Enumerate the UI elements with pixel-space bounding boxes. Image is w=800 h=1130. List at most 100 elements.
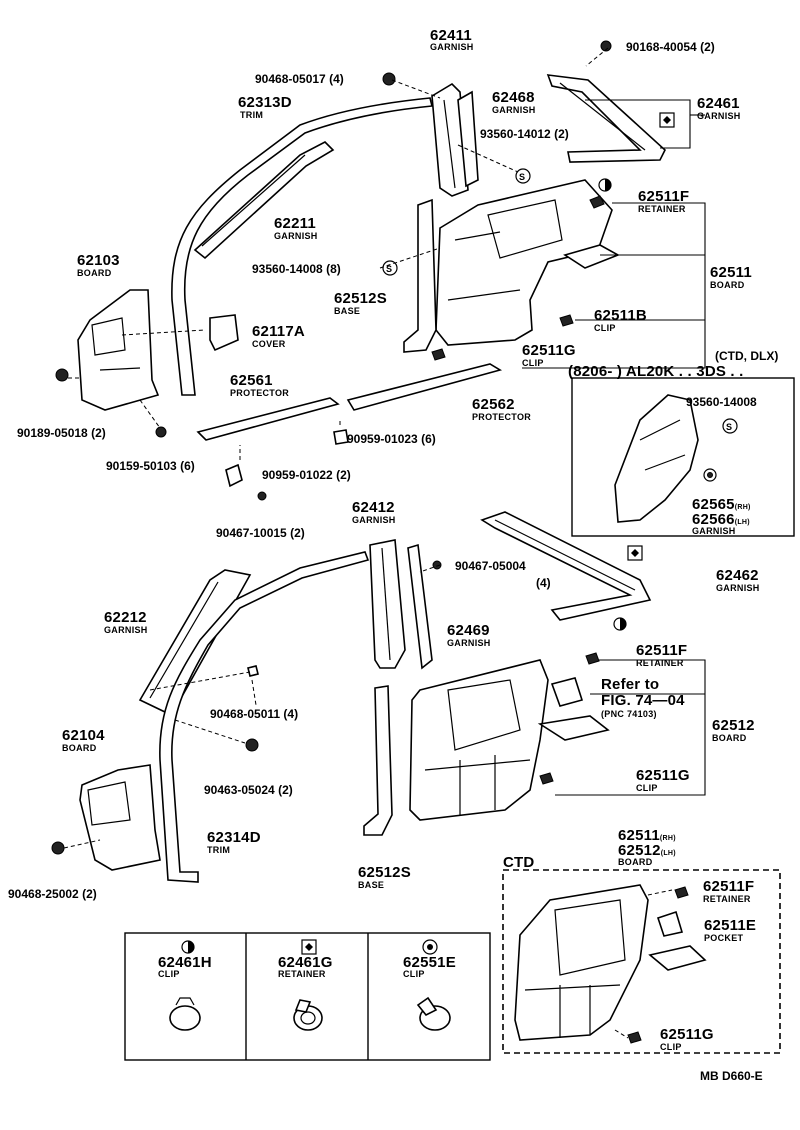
label-90959-01022: 90959-01022 (2)	[262, 468, 351, 482]
label-90463-05024: 90463-05024 (2)	[204, 783, 293, 797]
label-62212: 62212	[104, 609, 147, 626]
trim-62313d	[171, 97, 434, 396]
label-62411: 62411	[430, 27, 472, 44]
label-62511-name: BOARD	[710, 280, 745, 290]
label-62512: 62512	[712, 717, 755, 734]
label-62117a: 62117A	[252, 323, 305, 340]
label-62314d: 62314D	[207, 829, 261, 846]
label-62412-name: GARNISH	[352, 515, 396, 525]
protector-62562	[346, 363, 503, 411]
label-62461-name: GARNISH	[697, 111, 741, 121]
label-ctd-dlx: (CTD, DLX)	[715, 349, 779, 363]
garnish-62565	[614, 394, 699, 523]
label-62561: 62561	[230, 372, 273, 389]
label-62562-name: PROTECTOR	[472, 412, 532, 422]
label-93560-14008: 93560-14008 (8)	[252, 262, 341, 276]
label-62512-name: BOARD	[712, 733, 747, 743]
label-62512s-a: 62512S	[334, 290, 387, 307]
label-90168: 90168-40054 (2)	[626, 40, 715, 54]
label-90467-10015: 90467-10015 (2)	[216, 526, 305, 540]
label-62469-name: GARNISH	[447, 638, 491, 648]
label-62104-name: BOARD	[62, 743, 97, 753]
label-62511f-c-name: RETAINER	[703, 894, 751, 904]
label-62511f-b-name: RETAINER	[636, 658, 684, 668]
label-90468-05017: 90468-05017 (4)	[255, 72, 344, 86]
label-62511g-a: 62511G	[522, 342, 576, 359]
label-90468-25002: 90468-25002 (2)	[8, 887, 97, 901]
label-90959-01023: 90959-01023 (6)	[347, 432, 436, 446]
label-refer-3: (PNC 74103)	[601, 709, 657, 719]
ring-symbol	[422, 939, 438, 955]
board-62512	[409, 659, 549, 821]
label-62511: 62511	[710, 264, 752, 281]
base-62512s-lower	[363, 685, 393, 836]
label-refer-1: Refer to	[601, 676, 660, 693]
label-62511f-a-name: RETAINER	[638, 204, 686, 214]
label-90467-05004: 90467-05004	[455, 559, 526, 573]
label-62314d-name: TRIM	[207, 845, 231, 855]
label-62512s-b-name: BASE	[358, 880, 385, 890]
label-62511b: 62511B	[594, 307, 647, 324]
label-62512-ctd: 62512(LH)	[618, 842, 676, 859]
label-62561-name: PROTECTOR	[230, 388, 290, 398]
label-62211: 62211	[274, 215, 316, 232]
label-62511f-b: 62511F	[636, 642, 688, 659]
garnish-62468	[457, 90, 479, 188]
board-62104	[79, 764, 161, 871]
label-62565: 62565(RH)	[692, 496, 751, 513]
label-62511f-c: 62511F	[703, 878, 755, 895]
label-62566: 62566(LH)	[692, 511, 750, 528]
label-62511e-name: POCKET	[704, 933, 744, 943]
label-62511e: 62511E	[704, 917, 757, 934]
legend-62461h-name: CLIP	[158, 969, 180, 979]
garnish-62469	[407, 543, 433, 670]
label-62566-name: GARNISH	[692, 526, 736, 536]
legend-62551e: 62551E	[403, 954, 456, 971]
label-62103: 62103	[77, 252, 120, 269]
label-62512s-b: 62512S	[358, 864, 411, 881]
label-62117a-name: COVER	[252, 339, 286, 349]
label-62412: 62412	[352, 499, 395, 516]
ctd-dlx-box	[571, 377, 795, 537]
label-62103-name: BOARD	[77, 268, 112, 278]
garnish-62211	[193, 141, 335, 260]
label-62313d-name: TRIM	[240, 110, 264, 120]
label-62104: 62104	[62, 727, 105, 744]
garnish-62412	[369, 539, 406, 669]
garnish-62212	[138, 569, 252, 713]
diamond-symbol	[301, 112, 675, 955]
label-62511b-name: CLIP	[594, 323, 616, 333]
base-62512s-upper	[403, 198, 437, 353]
label-62562: 62562	[472, 396, 515, 413]
footer-code: MB D660-E	[700, 1069, 763, 1083]
protector-62561	[196, 397, 340, 441]
label-date-range: (8206- ) AL20K . . 3DS . .	[568, 363, 744, 380]
label-90467-05004-qty: (4)	[536, 576, 551, 590]
label-62512s-a-name: BASE	[334, 306, 361, 316]
label-62511g-c: 62511G	[660, 1026, 714, 1043]
label-62313d: 62313D	[238, 94, 292, 111]
half-circle-symbol	[181, 178, 627, 954]
label-90159: 90159-50103 (6)	[106, 459, 195, 473]
label-62511g-b: 62511G	[636, 767, 690, 784]
label-62512-ctd-name: BOARD	[618, 857, 653, 867]
cover-62117a	[209, 314, 239, 352]
label-62511g-c-name: CLIP	[660, 1042, 682, 1052]
svg-text:S: S	[386, 264, 392, 274]
label-93560-14008-box: 93560-14008	[686, 395, 757, 409]
label-62511g-a-name: CLIP	[522, 358, 544, 368]
label-62211-name: GARNISH	[274, 231, 318, 241]
label-refer-2: FIG. 74—04	[601, 692, 685, 709]
board-62103	[77, 289, 160, 411]
label-62469: 62469	[447, 622, 490, 639]
label-90189: 90189-05018 (2)	[17, 426, 106, 440]
legend-62461g-name: RETAINER	[278, 969, 326, 979]
label-62411-name: GARNISH	[430, 42, 474, 52]
label-ctd: CTD	[503, 854, 535, 871]
legend-box	[124, 932, 491, 1061]
svg-text:S: S	[726, 422, 732, 432]
label-62511f-a: 62511F	[638, 188, 690, 205]
board-62511	[435, 179, 613, 346]
